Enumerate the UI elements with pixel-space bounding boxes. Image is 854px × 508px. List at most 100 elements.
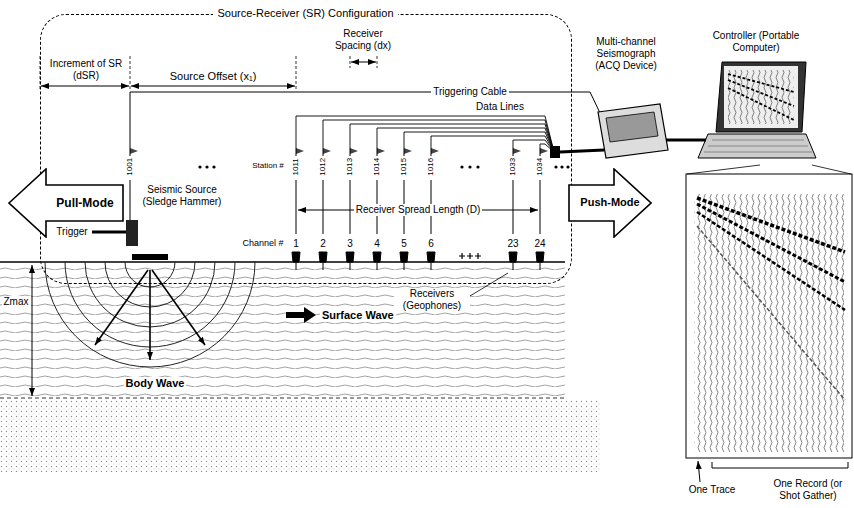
- wave-fronts: [45, 262, 255, 367]
- data-wire: [296, 116, 554, 152]
- hammer-head: [126, 220, 138, 246]
- channel-number: 24: [534, 238, 545, 250]
- geophone: [536, 252, 544, 270]
- shot-gather-record: One Record (or Shot Gather): [686, 174, 852, 504]
- stake: [130, 148, 131, 156]
- channel-number: 6: [428, 238, 434, 250]
- arrival-event: [697, 226, 845, 400]
- source-label: Seismic Source (Sledge Hammer): [137, 184, 227, 208]
- stake: [296, 180, 297, 234]
- stake: [540, 180, 541, 234]
- cable-label: Triggering Cable: [431, 86, 509, 98]
- depth-dimension: [32, 265, 33, 396]
- increment-dimension: [41, 86, 129, 87]
- data-wire: [323, 120, 554, 152]
- configuration-region: Source-Receiver (SR) Configuration: [40, 14, 572, 284]
- data-wire: [404, 132, 554, 152]
- station-number: 1016: [426, 158, 436, 176]
- station-flag: [323, 148, 331, 154]
- zoom-lines: [687, 165, 851, 174]
- axis-label: Channel #: [242, 238, 283, 249]
- ellipsis-dot: [460, 165, 463, 168]
- cable-label: Data Lines: [476, 101, 524, 113]
- ellipsis-dot: [554, 165, 557, 168]
- stake: [513, 180, 514, 234]
- station-number: 1012: [318, 158, 328, 176]
- station-flag: [431, 148, 439, 154]
- offset-dimension: [131, 86, 295, 87]
- record-traces: [694, 194, 844, 452]
- laptop-keys: [704, 140, 812, 152]
- station-number: 1033: [508, 158, 518, 176]
- arrival-events: [697, 198, 845, 400]
- stake: [350, 180, 351, 234]
- push-mode-arrow: Push-Mode: [568, 168, 652, 238]
- station-flags: [130, 148, 548, 154]
- seismograph-box: [598, 104, 668, 158]
- leader-line: [470, 273, 508, 296]
- dimension-label: Increment of SR (dSR): [44, 58, 128, 82]
- channel-number: 5: [401, 238, 407, 250]
- station-number: 1034: [535, 158, 545, 176]
- stake: [377, 148, 378, 156]
- record-frame: [686, 174, 852, 458]
- channel-number: 23: [507, 238, 518, 250]
- stake: [404, 148, 405, 156]
- impact-plate: [132, 254, 168, 260]
- geophones: [292, 252, 544, 270]
- mode-label: Pull-Mode: [56, 196, 113, 210]
- station-flag: [377, 148, 385, 154]
- screen-traces: [728, 70, 794, 124]
- channel-number: 1: [293, 238, 299, 250]
- station-flag: [404, 148, 412, 154]
- dimension-tick: [377, 56, 378, 68]
- wave-front: [45, 262, 255, 367]
- dimension-tick: [130, 56, 131, 90]
- geophone: [319, 252, 327, 270]
- trace-leader: [698, 461, 700, 482]
- geophone-ellipsis: [459, 253, 481, 259]
- arrow-shape: [9, 169, 123, 237]
- ellipsis-dot: [476, 165, 479, 168]
- screen-arrivals: [728, 74, 794, 120]
- arrow-shape: [569, 169, 651, 237]
- controller-node: Controller (Portable Computer): [696, 30, 816, 165]
- station-flag: [540, 148, 548, 154]
- dimension-ticks: [40, 56, 377, 90]
- cable-connector: [550, 146, 560, 158]
- depth-label: Zmax: [2, 296, 31, 308]
- spacing-dimension: [351, 62, 376, 63]
- station-flag: [130, 148, 138, 154]
- hammer-handle: [92, 231, 127, 234]
- data-wire: [513, 140, 554, 152]
- channel-number: 3: [347, 238, 353, 250]
- ellipsis-dot: [560, 165, 563, 168]
- geophone: [427, 252, 435, 270]
- arrival-event: [697, 204, 845, 282]
- data-wire: [431, 136, 554, 152]
- geophone: [346, 252, 354, 270]
- geophone: [373, 252, 381, 270]
- station-number: 1013: [345, 158, 355, 176]
- laptop-screen: [716, 62, 806, 132]
- stake: [431, 148, 432, 156]
- stake: [323, 180, 324, 234]
- geophone: [509, 252, 517, 270]
- node-label: One Record (or Shot Gather): [764, 478, 852, 502]
- ellipsis-dot: [212, 165, 215, 168]
- depth-line: [0, 398, 565, 399]
- station-flag: [350, 148, 358, 154]
- station-flag: [513, 148, 521, 154]
- station-flag: [296, 148, 304, 154]
- dimension-label: Source Offset (x₁): [170, 70, 257, 83]
- seismograph-panel: [606, 112, 658, 142]
- wave-label: Surface Wave: [320, 309, 396, 322]
- node-label: Controller (Portable Computer): [704, 30, 808, 54]
- deep-layer: [0, 400, 600, 472]
- axis-label: Station #: [252, 161, 284, 171]
- channel-number: 4: [374, 238, 380, 250]
- geophone: [292, 252, 300, 270]
- surface-wave-arrow: [286, 307, 316, 323]
- stake: [350, 148, 351, 156]
